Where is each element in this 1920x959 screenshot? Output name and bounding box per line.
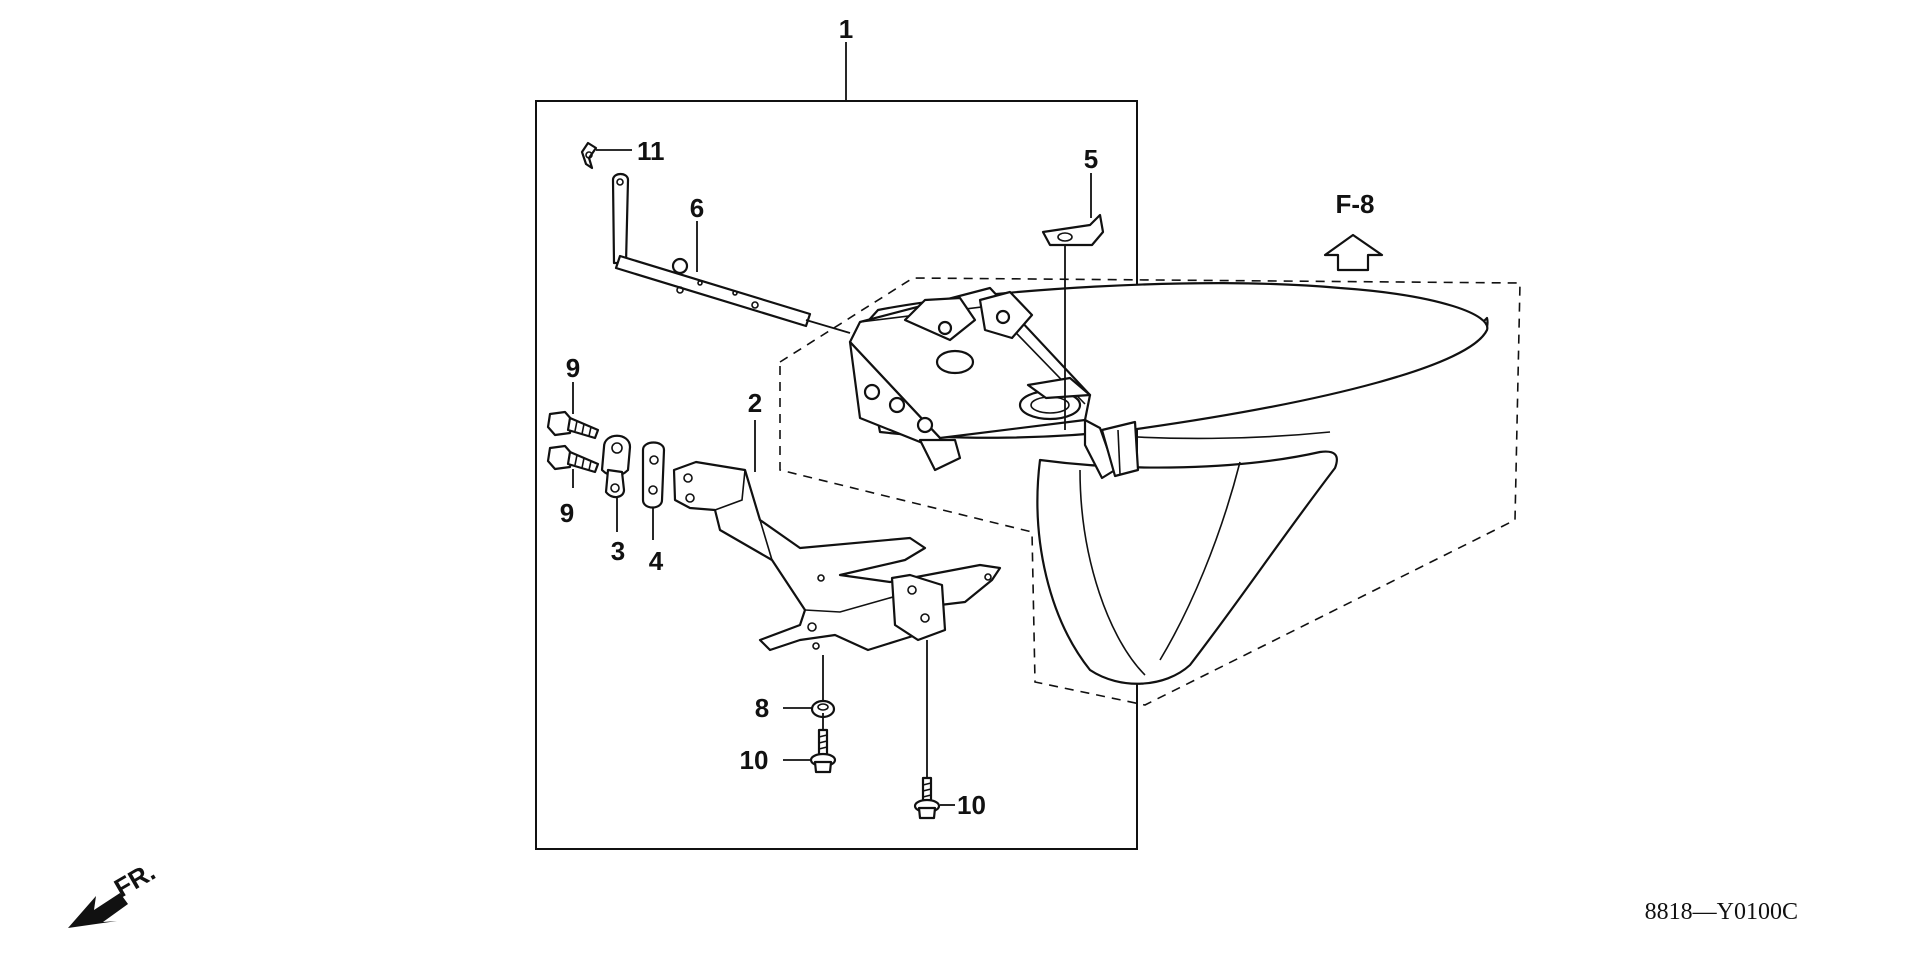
part-6-shift-rod (611, 172, 851, 334)
front-direction-arrow-icon (68, 893, 128, 928)
callout-5: 5 (1084, 144, 1098, 174)
callout-6: 6 (690, 193, 704, 223)
callout-4: 4 (649, 546, 664, 576)
reference-label: F-8 (1336, 189, 1375, 219)
callout-8: 8 (755, 693, 769, 723)
callout-11: 11 (637, 136, 665, 166)
part-5-bracket (1041, 173, 1105, 430)
callout-9-upper: 9 (566, 353, 580, 383)
part-11-clip (580, 141, 632, 170)
callout-9-lower: 9 (560, 498, 574, 528)
part-3-clamp (600, 434, 632, 532)
part-10-bolts (783, 640, 955, 820)
part-8-washer (783, 655, 836, 719)
callout-1: 1 (839, 14, 853, 44)
callout-10-left: 10 (740, 745, 769, 775)
diagram-code: 8818—Y0100C (1645, 899, 1798, 925)
part-9-bolts (546, 382, 600, 488)
callout-2: 2 (748, 388, 762, 418)
reference-outline (779, 277, 1521, 706)
extension-case (848, 282, 1489, 685)
reference-arrow-icon (1323, 233, 1384, 272)
part-2-mounting-bracket (672, 420, 1002, 652)
callout-10-right: 10 (957, 790, 986, 820)
callout-3: 3 (611, 536, 625, 566)
part-4-plate (641, 441, 666, 540)
